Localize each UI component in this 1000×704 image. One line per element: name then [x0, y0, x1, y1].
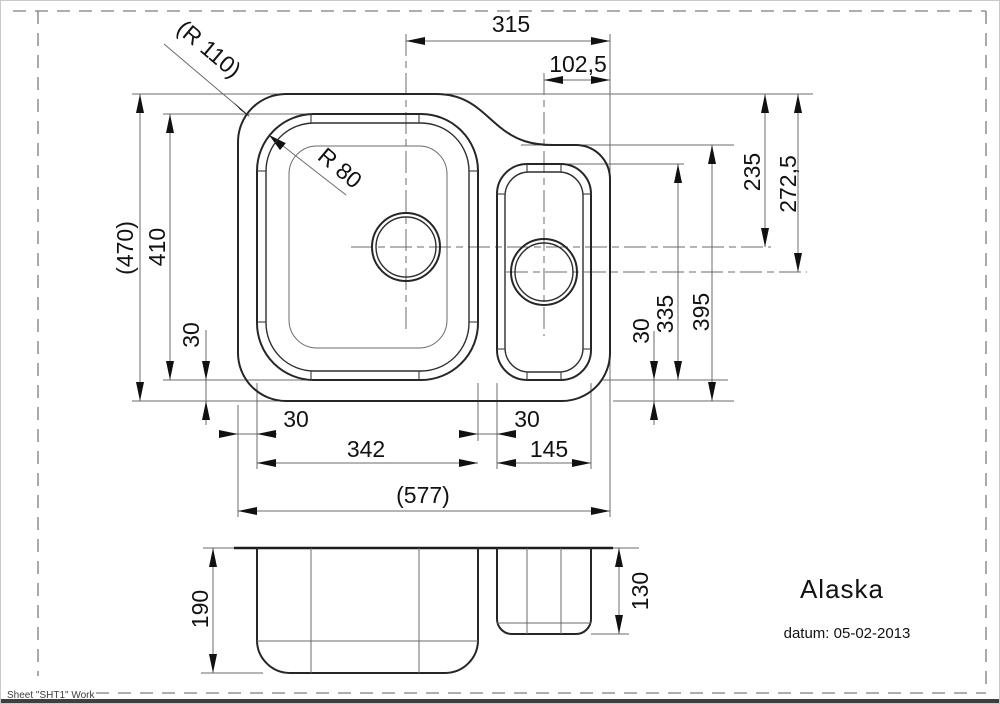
title-block: Alaska datum: 05-02-2013 — [784, 574, 911, 642]
dim-label-235: 235 — [739, 153, 765, 191]
dim-label-335: 335 — [652, 295, 678, 333]
dim-label-r80: R 80 — [313, 142, 367, 193]
dim-label-145: 145 — [530, 436, 568, 462]
leader-arrow-r80 — [269, 135, 286, 151]
dim-label-30-right: 30 — [628, 318, 654, 344]
center-lines — [351, 34, 807, 336]
leader-arrow-r110 — [234, 102, 251, 118]
datum-text: datum: 05-02-2013 — [784, 625, 911, 642]
small-drain-inner — [514, 242, 574, 302]
main-bowl-floor — [288, 145, 448, 349]
dim-label-342: 342 — [347, 436, 385, 462]
dim-label-272-5: 272,5 — [775, 155, 801, 213]
main-drain — [371, 212, 441, 282]
dim-label-r110: (R 110) — [172, 15, 246, 83]
small-bowl-tangent-ticks — [497, 164, 591, 380]
dim-label-577: (577) — [396, 482, 450, 508]
main-drain-inner — [375, 216, 437, 278]
dim-label-130: 130 — [627, 572, 653, 610]
dim-label-410: 410 — [144, 228, 170, 266]
dimension-labels: 315 102,5 (R 110) R 80 (470) 410 30 30 3… — [112, 11, 801, 628]
dim-label-470: (470) — [112, 221, 138, 275]
main-bowl-tangent-ticks — [257, 114, 478, 380]
dim-label-315: 315 — [492, 11, 530, 37]
dim-label-102-5: 102,5 — [549, 51, 607, 77]
top-view — [237, 93, 612, 402]
small-drain — [510, 238, 578, 306]
main-bowl-outer-edge — [256, 113, 479, 381]
main-bowl-profile — [256, 547, 479, 674]
sheet-border — [1, 10, 999, 703]
dim-label-30-left: 30 — [178, 322, 204, 348]
dim-label-190: 190 — [187, 590, 213, 628]
sheet-label: Sheet "SHT1" Work — [7, 690, 96, 701]
dim-label-395: 395 — [688, 293, 714, 331]
dim-label-30-gap: 30 — [514, 406, 540, 432]
extension-lines — [132, 34, 813, 674]
bottom-bar — [1, 699, 999, 703]
sink-rim-outline — [237, 93, 612, 402]
side-view — [234, 546, 613, 674]
main-bowl-inner-edge — [265, 122, 470, 372]
small-bowl-inner-edge — [504, 171, 584, 373]
small-bowl-outer-edge — [496, 163, 592, 381]
dim-label-30-bottom-left: 30 — [283, 406, 309, 432]
small-bowl-profile — [496, 547, 592, 635]
leader-r110 — [163, 43, 250, 117]
dimension-arrows — [136, 37, 802, 673]
product-title: Alaska — [800, 574, 884, 604]
